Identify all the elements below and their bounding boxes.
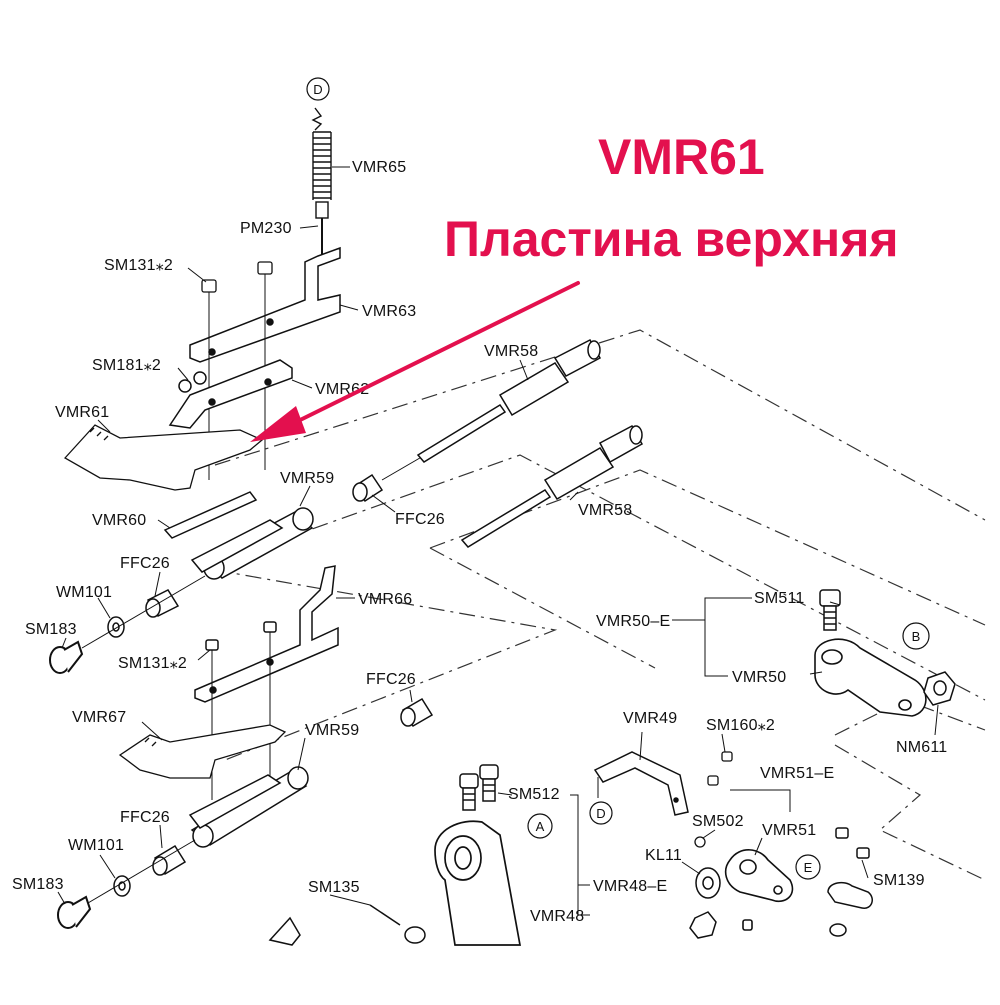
label-vmr59-bottom: VMR59 <box>305 722 359 739</box>
washer-kl11 <box>695 867 721 899</box>
label-vmr65: VMR65 <box>352 159 406 176</box>
highlight-arrow <box>250 281 580 442</box>
bushing-ffc26-lower <box>400 697 434 728</box>
label-pm230: PM230 <box>240 220 292 237</box>
callout-a: A <box>527 813 553 839</box>
callout-d-mid-letter: D <box>596 806 605 821</box>
callout-b-letter: B <box>912 629 921 644</box>
label-leader-lines <box>57 166 939 916</box>
label-sm139: SM139 <box>873 872 925 889</box>
part-sm139 <box>827 827 873 937</box>
label-vmr50: VMR50 <box>732 669 786 686</box>
bracket-vmr66 <box>194 565 339 800</box>
label-vmr60: VMR60 <box>92 512 146 529</box>
label-vmr59-top: VMR59 <box>280 470 334 487</box>
part-sm135 <box>268 904 426 946</box>
axis-line-top <box>81 575 206 649</box>
label-ffc26-left-bottom: FFC26 <box>120 809 170 826</box>
washer-wm101-top <box>107 616 125 638</box>
pin-vmr58-top <box>416 339 602 463</box>
nut-small-bottom <box>689 911 717 939</box>
housing-vmr48 <box>434 820 522 946</box>
plate-vmr62 <box>168 359 293 429</box>
label-vmr50e: VMR50–E <box>596 613 670 630</box>
part-labels: VMR65 PM230 SM131⁎2 VMR63 SM181⁎2 VMR62 … <box>12 159 947 925</box>
plate-vmr67 <box>118 724 287 779</box>
label-sm183-top: SM183 <box>25 621 77 638</box>
screw-sm511 <box>819 589 841 631</box>
plate-vmr61 <box>63 424 264 491</box>
callout-e-letter: E <box>804 860 813 875</box>
shaft-vmr59-top <box>190 507 314 580</box>
bushing-ffc26-left-bottom <box>152 844 187 876</box>
arm-vmr50 <box>814 638 927 717</box>
label-sm511: SM511 <box>754 590 805 607</box>
callout-d-top-letter: D <box>313 82 322 97</box>
callout-e: E <box>795 854 821 880</box>
label-vmr67: VMR67 <box>72 709 126 726</box>
label-ffc26-left-top: FFC26 <box>120 555 170 572</box>
screws-sm512 <box>459 764 499 811</box>
label-sm502: SM502 <box>692 813 744 830</box>
screws-sm160 <box>707 751 733 786</box>
assembly-dashed-outline <box>214 329 986 881</box>
pin-vmr58-bottom <box>460 424 644 548</box>
label-sm512: SM512 <box>508 786 560 803</box>
nut-nm611 <box>923 671 956 706</box>
label-vmr48e: VMR48–E <box>593 878 667 895</box>
label-sm160: SM160⁎2 <box>706 717 775 734</box>
callout-d-mid: D <box>589 801 613 825</box>
label-nm611: NM611 <box>896 739 947 756</box>
label-sm183-bottom: SM183 <box>12 876 64 893</box>
axis-line-bottom <box>87 839 196 904</box>
cap-sm183-top <box>49 640 84 674</box>
label-wm101-bottom: WM101 <box>68 837 124 854</box>
strip-vmr60 <box>163 491 258 539</box>
label-vmr48: VMR48 <box>530 908 584 925</box>
screw-sm502 <box>694 836 706 848</box>
label-vmr63: VMR63 <box>362 303 416 320</box>
label-ffc26-lower: FFC26 <box>366 671 416 688</box>
label-vmr51: VMR51 <box>762 822 816 839</box>
label-wm101-top: WM101 <box>56 584 112 601</box>
cap-sm183-bottom <box>57 895 92 929</box>
label-sm131-bottom: SM131⁎2 <box>118 655 187 672</box>
label-ffc26-mid: FFC26 <box>395 511 445 528</box>
bracket-vmr63 <box>189 246 341 363</box>
label-kl11: KL11 <box>645 847 682 864</box>
label-sm181: SM181⁎2 <box>92 357 161 374</box>
label-vmr58-bottom: VMR58 <box>578 502 632 519</box>
arm-vmr51 <box>724 849 794 931</box>
callout-a-letter: A <box>536 819 545 834</box>
leader-shaft-to-vmr58 <box>381 454 426 481</box>
bushing-ffc26-mid <box>352 473 384 503</box>
callout-d-top: D <box>306 77 330 101</box>
highlight-part-name: Пластина верхняя <box>444 211 899 267</box>
label-vmr51e: VMR51–E <box>760 765 834 782</box>
spring-vmr65 <box>311 107 332 255</box>
label-vmr58-top: VMR58 <box>484 343 538 360</box>
highlight-part-code: VMR61 <box>598 129 765 185</box>
label-vmr66: VMR66 <box>358 591 412 608</box>
bracket-vmr49 <box>593 751 689 816</box>
label-sm131-top: SM131⁎2 <box>104 257 173 274</box>
label-sm135: SM135 <box>308 879 360 896</box>
shaft-vmr59-bottom <box>188 766 309 848</box>
label-vmr61: VMR61 <box>55 404 109 421</box>
callout-b: B <box>902 622 930 650</box>
label-vmr49: VMR49 <box>623 710 677 727</box>
